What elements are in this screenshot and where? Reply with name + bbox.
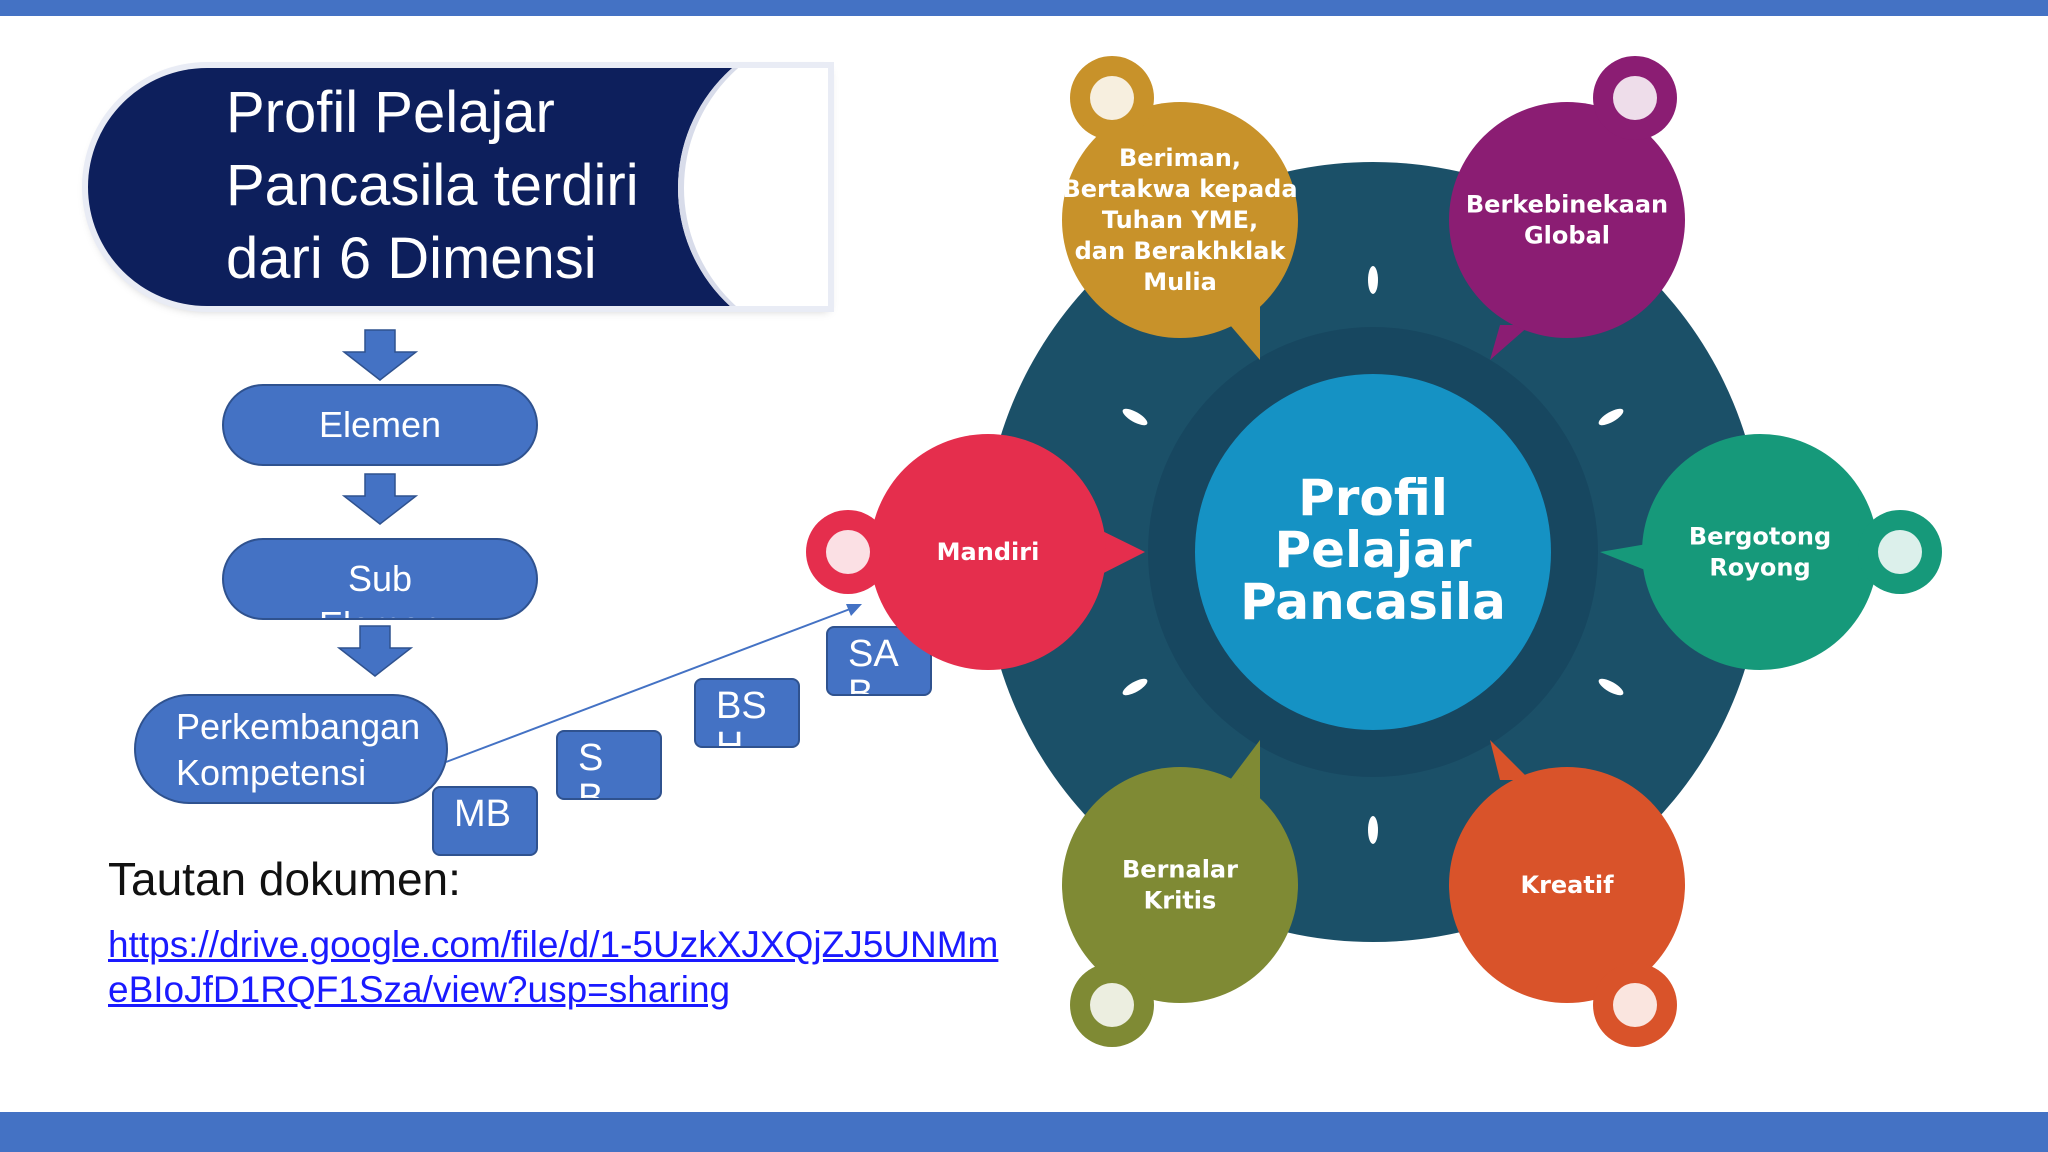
dimension-label-line: Beriman, — [1119, 144, 1241, 172]
title-banner: Profil Pelajar Pancasila terdiri dari 6 … — [88, 68, 828, 306]
level-mb-box: MB — [432, 786, 538, 856]
dimension-label-line: Global — [1524, 222, 1610, 250]
flow-arrows — [336, 329, 862, 763]
center-label-line-2: Pelajar — [1275, 521, 1472, 579]
center-label-line-3: Pancasila — [1240, 573, 1506, 631]
dimension-label-line: Bergotong — [1689, 523, 1831, 551]
dimension-bubble-4: Kreatif — [1449, 740, 1685, 1047]
dimension-label-line: Tuhan YME, — [1102, 206, 1258, 234]
down-arrow-3 — [336, 625, 414, 677]
dimension-label-line: Mandiri — [937, 538, 1040, 566]
center-label-line-1: Profil — [1298, 469, 1448, 527]
sub-elemen-pill: Sub Elemen — [222, 538, 538, 620]
profil-pelajar-diagram: Profil Pelajar Pancasila Beriman, Bertakw… — [806, 56, 1942, 1047]
level-bsh-box: BSH — [694, 678, 800, 748]
down-arrow-1 — [341, 329, 419, 381]
level-sb-box: SB — [556, 730, 662, 800]
perkembangan-pill: Perkembangan Kompetensi — [134, 694, 448, 804]
dimension-label-line: Kritis — [1144, 887, 1217, 915]
dimension-label-line: Berkebinekaan — [1466, 191, 1668, 219]
bottom-bar — [0, 1112, 2048, 1152]
dimension-label-line: Kreatif — [1520, 871, 1614, 899]
dimension-label-line: Royong — [1709, 554, 1810, 582]
dimension-label-line: Mulia — [1143, 268, 1217, 296]
progress-arrow — [445, 605, 859, 763]
dimension-label-line: Bertakwa kepada — [1062, 175, 1297, 203]
document-link[interactable]: https://drive.google.com/file/d/1-5UzkXJ… — [108, 924, 999, 1010]
elemen-pill: Elemen — [222, 384, 538, 466]
dimension-bubble-6: Mandiri — [806, 434, 1145, 670]
center-circle — [1195, 374, 1551, 730]
down-arrow-2 — [341, 473, 419, 525]
top-bar — [0, 0, 2048, 16]
dimension-label-line: dan Berakhklak — [1075, 237, 1287, 265]
dimension-label-line: Bernalar — [1122, 856, 1238, 884]
link-caption: Tautan dokumen: — [108, 853, 461, 905]
slide-title: Profil Pelajar Pancasila terdiri dari 6 … — [226, 80, 639, 291]
